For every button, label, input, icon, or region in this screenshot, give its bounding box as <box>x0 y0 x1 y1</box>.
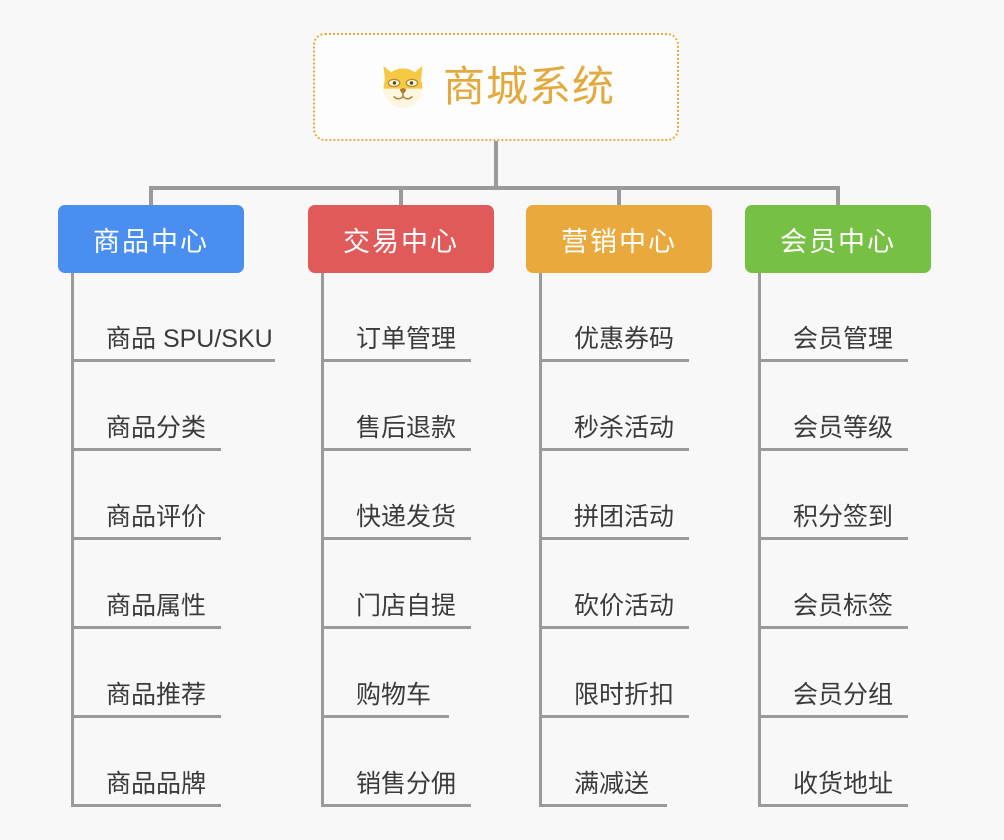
leaf-item[interactable]: 拼团活动 <box>539 451 689 540</box>
branch-spine <box>758 273 761 807</box>
leaf-item-label: 砍价活动 <box>574 591 675 620</box>
leaf-item-label: 会员管理 <box>793 324 894 353</box>
leaf-item[interactable]: 砍价活动 <box>539 540 689 629</box>
leaf-item-label: 会员标签 <box>793 591 894 620</box>
branch-营销中心: 优惠券码秒杀活动拼团活动砍价活动限时折扣满减送 <box>539 273 799 807</box>
root-node-label: 商城系统 <box>442 63 615 110</box>
leaf-item[interactable]: 商品属性 <box>71 540 221 629</box>
leaf-item-label: 门店自提 <box>356 591 457 620</box>
leaf-item[interactable]: 限时折扣 <box>539 629 689 718</box>
branch-会员中心: 会员管理会员等级积分签到会员标签会员分组收货地址 <box>758 273 1004 807</box>
leaf-item-label: 商品分类 <box>106 413 207 442</box>
leaf-item-label: 拼团活动 <box>574 502 675 531</box>
leaf-item-label: 秒杀活动 <box>574 413 675 442</box>
leaf-item-label: 商品 SPU/SKU <box>106 324 273 353</box>
leaf-item[interactable]: 商品 SPU/SKU <box>71 273 275 362</box>
leaf-item-label: 会员等级 <box>793 413 894 442</box>
leaf-item[interactable]: 优惠券码 <box>539 273 689 362</box>
connector-root-stem <box>494 141 498 189</box>
connector-drop-1 <box>149 186 153 208</box>
leaf-item-label: 商品品牌 <box>106 769 207 798</box>
category-box-交易中心[interactable]: 交易中心 <box>308 205 494 273</box>
leaf-item-label: 销售分佣 <box>356 769 457 798</box>
category-box-营销中心[interactable]: 营销中心 <box>526 205 712 273</box>
leaf-item-label: 商品评价 <box>106 502 207 531</box>
category-label: 营销中心 <box>561 226 677 257</box>
leaf-item[interactable]: 商品评价 <box>71 451 221 540</box>
leaf-item[interactable]: 购物车 <box>321 629 449 718</box>
leaf-item-label: 满减送 <box>574 769 650 798</box>
leaf-item[interactable]: 销售分佣 <box>321 718 471 807</box>
leaf-item-label: 商品属性 <box>106 591 207 620</box>
leaf-item-label: 快递发货 <box>356 502 457 531</box>
leaf-item-label: 限时折扣 <box>574 680 675 709</box>
connector-horizontal-bus <box>149 186 837 190</box>
branch-商品中心: 商品 SPU/SKU 商品分类商品评价商品属性商品推荐商品品牌 <box>71 273 331 807</box>
leaf-item-label: 收货地址 <box>793 769 894 798</box>
category-label: 商品中心 <box>93 226 209 257</box>
leaf-item-label: 优惠券码 <box>574 324 675 353</box>
root-node-商城系统[interactable]: 商城系统 <box>313 33 679 141</box>
leaf-item-label: 购物车 <box>356 680 432 709</box>
leaf-item[interactable]: 商品品牌 <box>71 718 221 807</box>
leaf-item-label: 积分签到 <box>793 502 894 531</box>
leaf-item-label: 会员分组 <box>793 680 894 709</box>
connector-drop-2 <box>399 186 403 208</box>
leaf-item-label: 售后退款 <box>356 413 457 442</box>
leaf-item-label: 订单管理 <box>356 324 457 353</box>
category-label: 交易中心 <box>343 226 459 257</box>
connector-drop-4 <box>836 186 840 208</box>
leaf-item[interactable]: 快递发货 <box>321 451 471 540</box>
leaf-item[interactable]: 商品推荐 <box>71 629 221 718</box>
leaf-item[interactable]: 商品分类 <box>71 362 221 451</box>
category-label: 会员中心 <box>780 226 896 257</box>
branch-spine <box>71 273 74 807</box>
leaf-item[interactable]: 会员分组 <box>758 629 908 718</box>
leaf-item-label: 商品推荐 <box>106 680 207 709</box>
shiba-dog-face-icon <box>383 65 423 109</box>
branch-交易中心: 订单管理售后退款快递发货门店自提购物车销售分佣 <box>321 273 581 807</box>
leaf-item[interactable]: 满减送 <box>539 718 667 807</box>
leaf-item[interactable]: 门店自提 <box>321 540 471 629</box>
leaf-item[interactable]: 收货地址 <box>758 718 908 807</box>
leaf-item[interactable]: 秒杀活动 <box>539 362 689 451</box>
leaf-item[interactable]: 积分签到 <box>758 451 908 540</box>
leaf-item[interactable]: 会员等级 <box>758 362 908 451</box>
connector-drop-3 <box>617 186 621 208</box>
branch-spine <box>321 273 324 807</box>
leaf-item[interactable]: 会员管理 <box>758 273 908 362</box>
leaf-item[interactable]: 订单管理 <box>321 273 471 362</box>
leaf-item[interactable]: 会员标签 <box>758 540 908 629</box>
leaf-item[interactable]: 售后退款 <box>321 362 471 451</box>
category-box-商品中心[interactable]: 商品中心 <box>58 205 244 273</box>
category-box-会员中心[interactable]: 会员中心 <box>745 205 931 273</box>
branch-spine <box>539 273 542 807</box>
